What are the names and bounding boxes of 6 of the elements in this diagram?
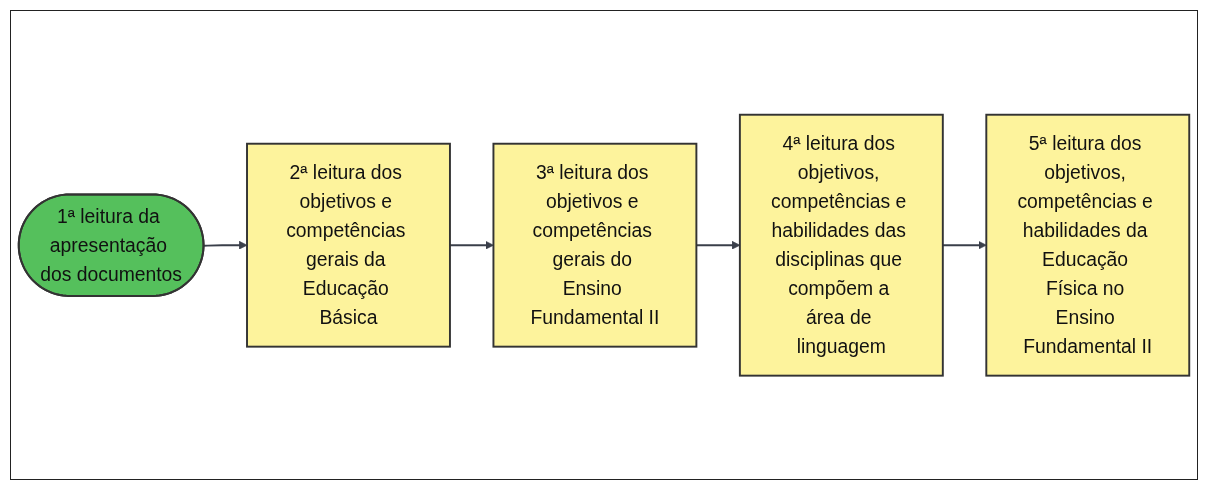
- arrow: [449, 240, 494, 250]
- node-box: 5ª leitura dos objetivos, competências e habilidades da Educação Física no Ensino Fundamental II: [985, 113, 1191, 377]
- arrow: [203, 240, 248, 250]
- node-box: 4ª leitura dos objetivos, competências e habilidades das disciplinas que compõem a área de linguagem: [738, 113, 944, 377]
- node-box: 2ª leitura dos objetivos e competências gerais da Educação Básica: [246, 142, 451, 348]
- node-box: 3ª leitura dos objetivos e competências gerais do Ensino Fundamental II: [492, 142, 698, 348]
